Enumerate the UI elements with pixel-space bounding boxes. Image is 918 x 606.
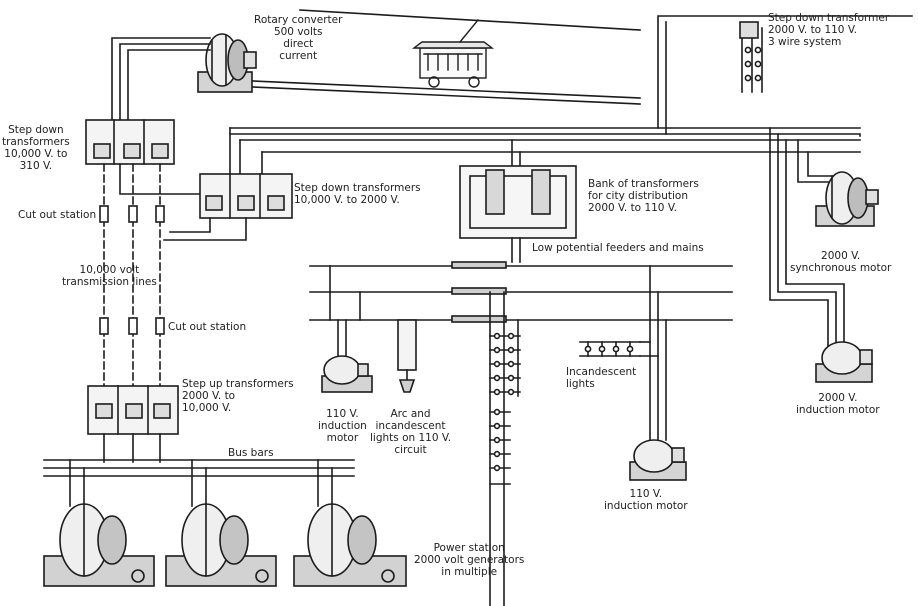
induction-motor-2000-icon	[815, 341, 873, 383]
main-10kv-lines	[119, 127, 861, 195]
streetcar-icon	[411, 19, 495, 88]
generator-2-icon	[165, 503, 277, 587]
right-incandescent-group	[579, 265, 667, 441]
stepdown-2000-transformers	[163, 173, 293, 241]
low-potential-mains	[309, 261, 733, 323]
arc-lamp-icon	[397, 319, 417, 393]
induction-motor-110-left-icon	[321, 355, 373, 393]
arc-lights-label: Arc and incandescent lights on 110 V. ci…	[370, 408, 452, 456]
upper-right-feeders	[657, 15, 913, 135]
synchronous-motor-label: 2000 V. synchronous motor	[790, 250, 892, 274]
bus-bars-label: Bus bars	[228, 447, 274, 459]
induction-motor-110-left-label: 110 V. induction motor	[318, 408, 367, 444]
bus-bars	[43, 459, 355, 507]
stepdown-310-transformers	[85, 119, 175, 165]
cut-out-station-upper-label: Cut out station	[18, 209, 97, 221]
cut-out-station-lower-label: Cut out station	[168, 321, 247, 333]
synchronous-motor-branch	[797, 139, 835, 183]
stepdown-transformer-110-label: Step down transformer 2000 V. to 110 V. …	[768, 12, 890, 48]
stepup-transformers-label: Step up transformers 2000 V. to 10,000 V…	[182, 378, 294, 414]
incandescent-lamp-icons	[493, 332, 515, 472]
induction-motor-110-right-label: 110 V. induction motor	[604, 488, 688, 512]
bank-of-transformers	[459, 139, 577, 263]
cut-out-station-upper-icon	[99, 205, 165, 223]
low-potential-feeders-label: Low potential feeders and mains	[532, 242, 704, 254]
induction-motor-2000-branch	[769, 127, 845, 347]
generator-1-icon	[43, 503, 155, 587]
transmission-lines-label: 10,000 volt transmission lines	[62, 264, 157, 288]
stepdown-transformers-310-label: Step down transformers 10,000 V. to 310 …	[2, 124, 70, 172]
power-station-label: Power station 2000 volt generators in mu…	[414, 542, 525, 578]
trolley-line	[229, 9, 641, 105]
induction-motor-2000-label: 2000 V. induction motor	[796, 392, 880, 416]
stepdown-transformers-2000-label: Step down transformers 10,000 V. to 2000…	[294, 182, 421, 206]
transmission-lines	[103, 163, 161, 387]
cut-out-station-lower-icon	[99, 317, 165, 335]
bank-of-transformers-label: Bank of transformers for city distributi…	[588, 178, 699, 214]
incandescent-lights-label: Incandescent lights	[566, 366, 637, 390]
stepup-transformers	[87, 385, 179, 463]
generator-3-icon	[293, 503, 407, 587]
induction-motor-110-right-icon	[629, 439, 687, 481]
induction-motor-110-left-branch	[337, 319, 347, 361]
rotary-converter-label: Rotary converter 500 volts direct curren…	[254, 14, 343, 62]
converter-feeders	[111, 37, 211, 121]
synchronous-motor-icon	[815, 171, 879, 227]
rotary-converter-icon	[197, 33, 257, 93]
